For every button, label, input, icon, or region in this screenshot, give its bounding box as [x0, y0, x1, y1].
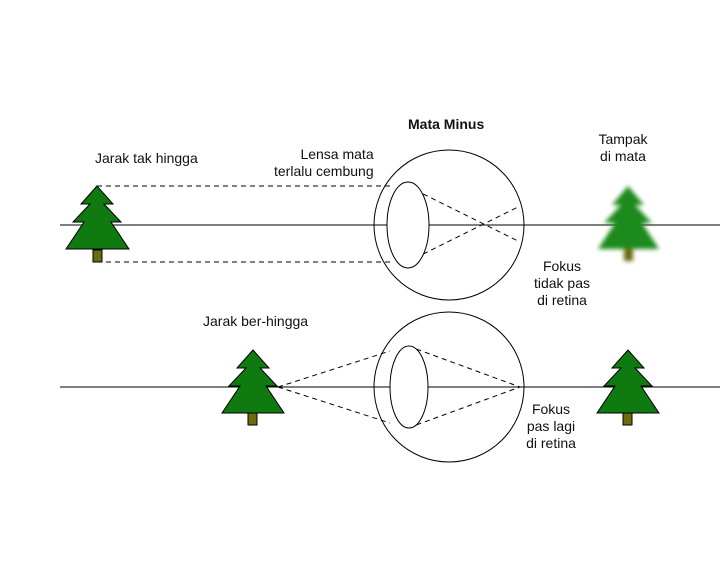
lens-label-line-1: Lensa mata	[300, 146, 374, 162]
top-eyeball-icon	[373, 149, 525, 301]
bottom-ray-lower-out	[407, 386, 521, 429]
bottom-focus-label-line-1: Fokus	[531, 401, 571, 417]
bottom-lens-icon	[389, 345, 429, 429]
seen-label: Tampak di mata	[597, 131, 649, 165]
bottom-focus-label-line-2: pas lagi	[526, 418, 576, 434]
bottom-eyeball-icon	[373, 311, 525, 463]
top-ray-cross-1	[406, 185, 519, 242]
seen-label-line-1: Tampak	[598, 131, 648, 147]
bottom-object-tree-icon	[221, 349, 285, 426]
diagram-title: Mata Minus	[408, 116, 485, 132]
top-object-tree-icon	[65, 185, 130, 263]
bottom-ray-upper-in	[277, 350, 391, 388]
seen-label-line-2: di mata	[600, 148, 646, 164]
bottom-ray-lower-in	[277, 386, 391, 424]
top-focus-label: Fokus tidak pas di retina	[527, 258, 597, 309]
top-focus-label-line-3: di retina	[537, 292, 587, 308]
lens-label: Lensa mata terlalu cembung	[274, 146, 374, 180]
lens-label-line-2: terlalu cembung	[274, 163, 374, 179]
bottom-focus-label-line-3: di retina	[526, 435, 576, 451]
sharp-image-tree-icon	[596, 349, 660, 426]
bottom-ray-upper-out	[407, 345, 521, 388]
top-object-label: Jarak tak hingga	[95, 150, 198, 166]
blurred-tree-icon	[598, 186, 659, 261]
top-focus-label-line-2: tidak pas	[533, 275, 591, 291]
top-ray-cross-2	[406, 206, 519, 263]
top-focus-label-line-1: Fokus	[542, 258, 582, 274]
top-lens-icon	[386, 181, 430, 269]
bottom-focus-label: Fokus pas lagi di retina	[520, 401, 582, 452]
bottom-object-label: Jarak ber-hingga	[203, 313, 309, 329]
